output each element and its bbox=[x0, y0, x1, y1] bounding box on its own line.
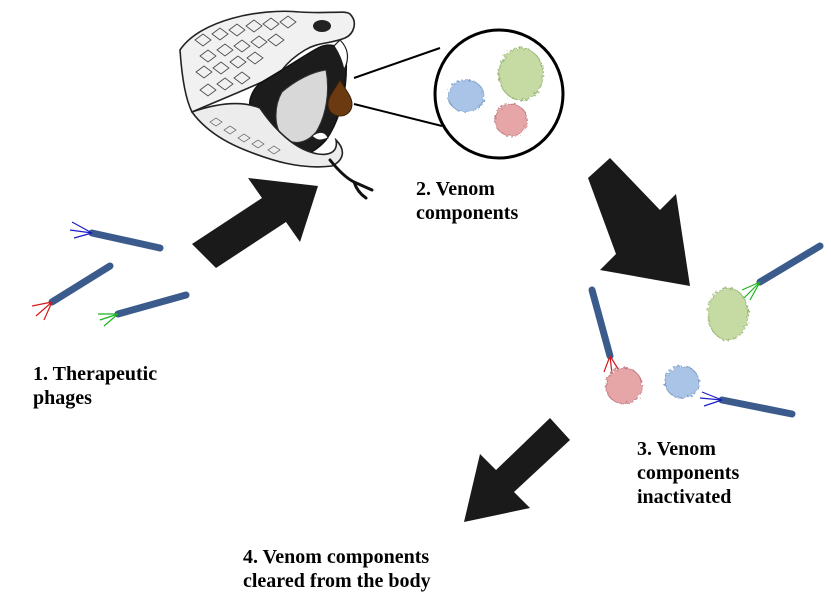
step-1-line-2: phages bbox=[33, 387, 92, 409]
protein-icon-red-1 bbox=[494, 103, 528, 137]
step-2-label: 2. Venom components bbox=[416, 177, 518, 225]
phage-icon-2 bbox=[31, 262, 114, 321]
step-3-line-1: 3. Venom bbox=[637, 438, 716, 460]
protein-icon-blue-1 bbox=[447, 79, 485, 113]
step-1-label: 1. Therapeutic phages bbox=[33, 362, 157, 410]
arrow-3-to-4 bbox=[464, 418, 570, 522]
arrow-1-to-2 bbox=[192, 178, 318, 268]
protein-icon-blue-2 bbox=[664, 365, 700, 399]
step-3-label: 3. Venom components inactivated bbox=[637, 437, 739, 509]
zoom-line-top bbox=[353, 47, 441, 79]
phage-icon-6 bbox=[699, 391, 796, 418]
step-3-line-2: components bbox=[637, 462, 740, 484]
snake-head-icon bbox=[179, 10, 374, 200]
step-4-line-2: cleared from the body bbox=[243, 570, 431, 592]
protein-icon-green-2 bbox=[707, 287, 749, 341]
step-4-line-1: 4. Venom components bbox=[243, 546, 430, 568]
phage-icon-1 bbox=[69, 221, 164, 252]
step-1-line-1: 1. Therapeutic bbox=[33, 363, 158, 385]
step-2-line-1: 2. Venom bbox=[416, 178, 495, 200]
arrow-2-to-3 bbox=[588, 158, 690, 286]
step-2-line-2: components bbox=[416, 202, 519, 224]
protein-icon-red-2 bbox=[605, 367, 643, 405]
protein-icon-green-1 bbox=[498, 47, 544, 101]
phage-icon-4 bbox=[588, 286, 621, 375]
step-4-label: 4. Venom components cleared from the bod… bbox=[243, 545, 431, 593]
venom-drop-icon bbox=[327, 78, 353, 117]
phage-icon-3 bbox=[98, 291, 190, 327]
step-3-line-3: inactivated bbox=[637, 486, 732, 508]
phage-icon-5 bbox=[741, 242, 824, 301]
zoom-line-bottom bbox=[353, 103, 443, 127]
